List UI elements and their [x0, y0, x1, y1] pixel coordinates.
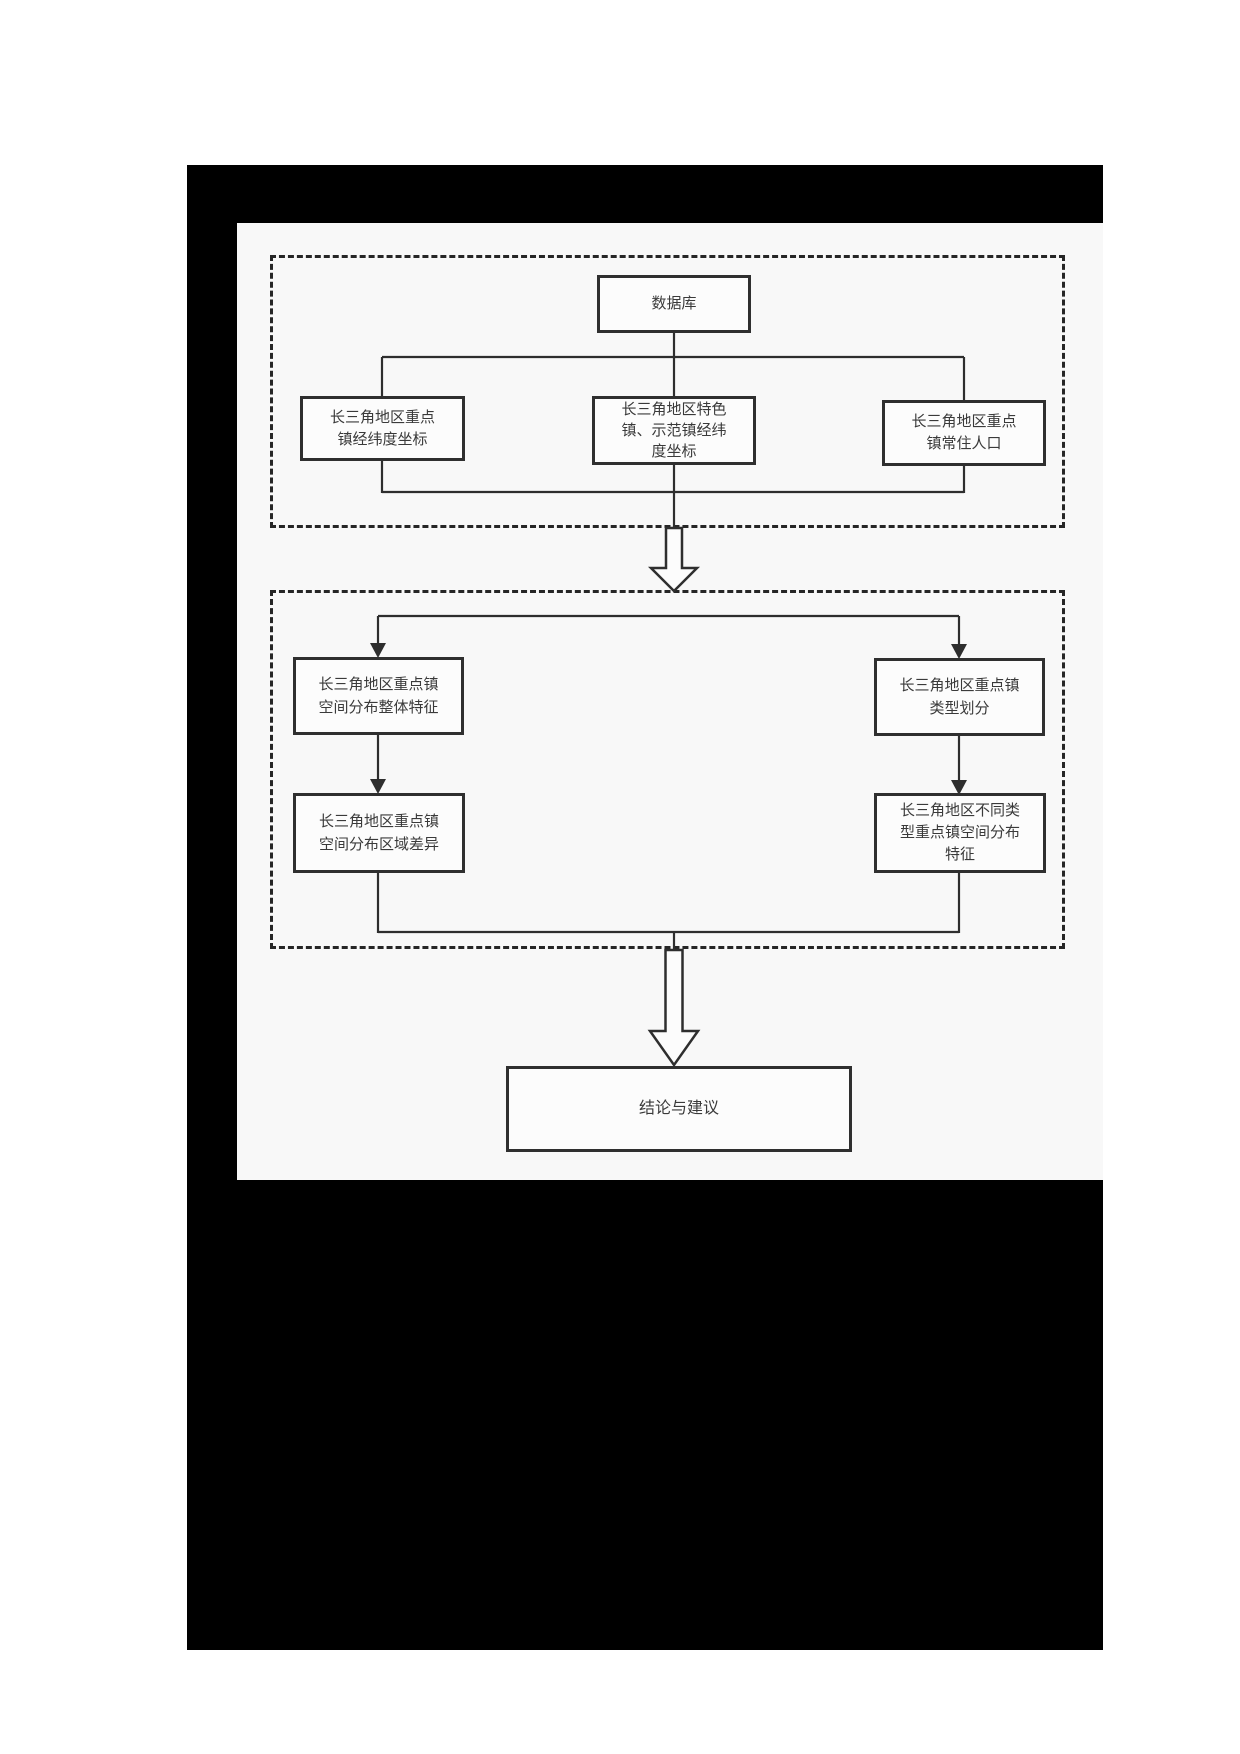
- source-box-resident-population: 长三角地区重点 镇常住人口: [882, 400, 1046, 466]
- analysis-box-town-type-classification: 长三角地区重点镇 类型划分: [874, 658, 1045, 736]
- source-box-featured-model-towns-coordinates: 长三角地区特色 镇、示范镇经纬 度坐标: [592, 396, 756, 465]
- document-page: 数据库 长三角地区重点 镇经纬度坐标 长三角地区特色 镇、示范镇经纬 度坐标 长…: [237, 223, 1103, 1180]
- data-collection-section-outline: [270, 255, 1065, 528]
- source-box-key-towns-coordinates: 长三角地区重点 镇经纬度坐标: [300, 396, 465, 461]
- connector-lines: [370, 333, 967, 1068]
- analysis-box-regional-differences: 长三角地区重点镇 空间分布区域差异: [293, 793, 465, 873]
- analysis-box-distribution-by-type: 长三角地区不同类 型重点镇空间分布 特征: [874, 793, 1046, 873]
- hollow-down-arrow-icon-1: [647, 526, 701, 593]
- analysis-section-outline: [270, 590, 1065, 949]
- analysis-box-overall-spatial-distribution: 长三角地区重点镇 空间分布整体特征: [293, 657, 464, 735]
- hollow-down-arrow-icon-2: [647, 948, 701, 1068]
- database-box: 数据库: [597, 275, 751, 333]
- conclusion-box: 结论与建议: [506, 1066, 852, 1152]
- solid-arrowhead-icons: [370, 643, 967, 795]
